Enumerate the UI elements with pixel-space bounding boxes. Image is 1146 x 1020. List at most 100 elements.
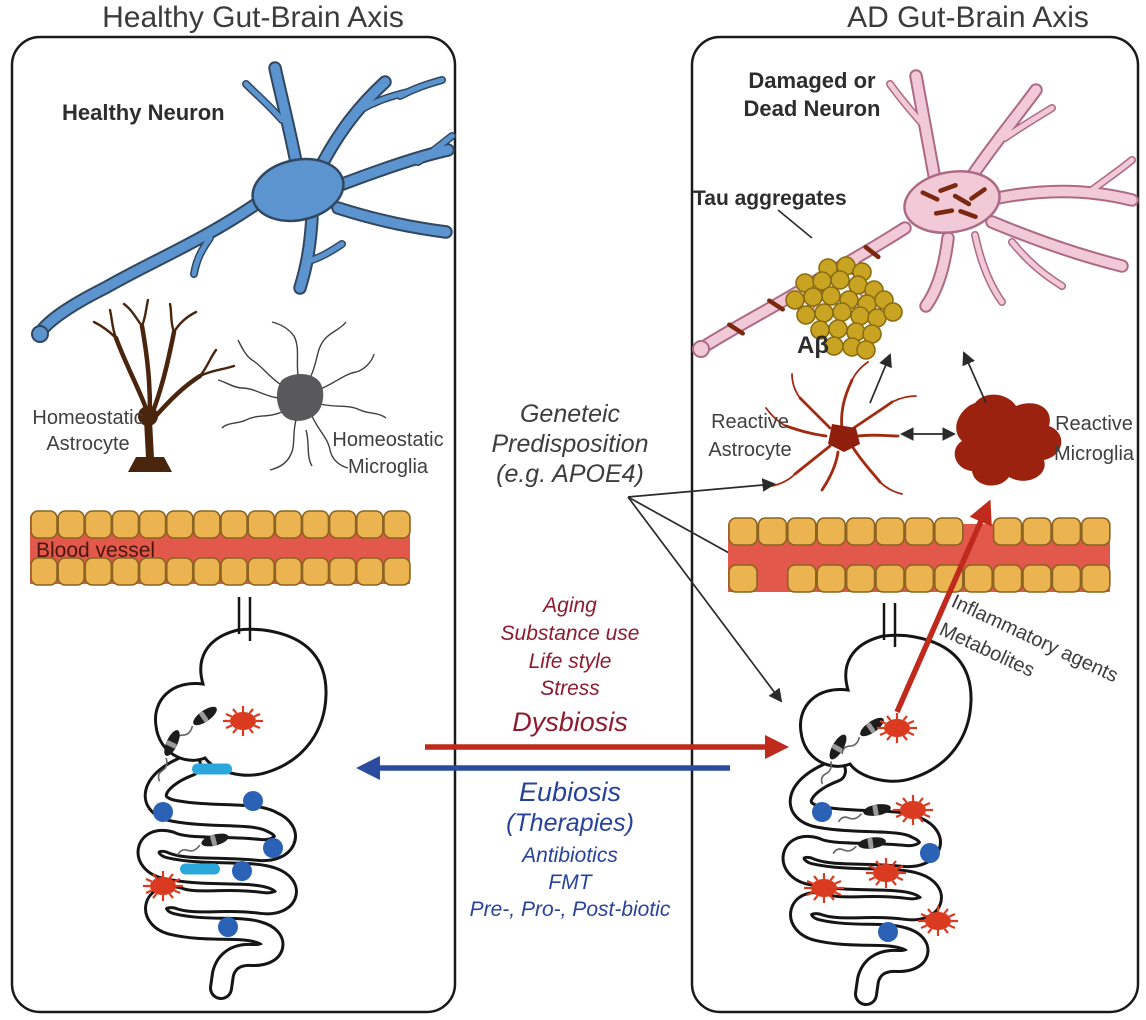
abeta-globule xyxy=(832,302,852,322)
endothelial-cell xyxy=(193,510,221,539)
endothelial-cell xyxy=(274,510,303,539)
risk-factor-substance-use: Substance use xyxy=(501,622,640,645)
abeta-globule xyxy=(821,286,841,306)
reactive-astrocyte-illustration xyxy=(765,361,917,495)
commensal-microbe-icon xyxy=(243,791,263,811)
endothelial-cell xyxy=(816,517,847,546)
abeta-globule xyxy=(828,319,848,339)
tau-pointer-line xyxy=(777,209,813,239)
homeostatic-microglia-illustration xyxy=(217,321,387,471)
glia-interaction-arrows xyxy=(869,351,987,441)
endothelial-cell xyxy=(301,557,330,586)
abeta-globule xyxy=(785,290,805,310)
dysbiosis-label: Dysbiosis xyxy=(512,707,628,737)
damaged-neuron-label-1: Damaged or xyxy=(748,68,876,93)
tau-aggregates-label: Tau aggregates xyxy=(693,187,847,210)
homeostatic-microglia-label-2: Microglia xyxy=(348,456,429,478)
endothelial-cell xyxy=(30,510,58,539)
abeta-globule xyxy=(796,305,816,325)
endothelial-cell xyxy=(328,510,357,539)
risk-factor-life-style: Life style xyxy=(529,650,612,673)
commensal-microbe-icon xyxy=(232,861,252,881)
endothelial-cell xyxy=(904,564,935,593)
endothelial-cell xyxy=(786,517,817,546)
homeostatic-microglia-label-1: Homeostatic xyxy=(332,429,443,451)
endothelial-cell xyxy=(1081,517,1111,546)
endothelial-cell xyxy=(84,510,113,539)
commensal-rod-microbe-icon xyxy=(192,763,232,775)
endothelial-cell xyxy=(355,510,384,539)
abeta-globule xyxy=(856,340,876,360)
endothelial-cell xyxy=(992,517,1023,546)
reactive-microglia-label-1: Reactive xyxy=(1055,413,1133,435)
commensal-microbe-icon xyxy=(153,802,173,822)
therapy-fmt: FMT xyxy=(548,871,593,894)
endothelial-cell xyxy=(274,557,303,586)
endothelial-cell xyxy=(1022,564,1052,593)
endothelial-cell xyxy=(355,557,384,586)
endothelial-cell xyxy=(84,557,113,586)
endothelial-cell xyxy=(845,564,876,593)
healthy-panel-title: Healthy Gut-Brain Axis xyxy=(102,1,404,34)
abeta-plaque-illustration xyxy=(785,256,903,360)
endothelial-cell xyxy=(193,557,221,586)
homeostatic-astrocyte-label-1: Homeostatic xyxy=(32,407,143,429)
endothelial-cell xyxy=(845,517,876,546)
tau-aggregate-dash xyxy=(958,209,978,219)
damaged-neuron-illustration xyxy=(692,69,1139,358)
endothelial-cell xyxy=(165,510,194,539)
therapies-label: (Therapies) xyxy=(506,809,634,837)
endothelial-cell xyxy=(786,564,817,593)
abeta-globule xyxy=(803,287,823,307)
endothelial-cell xyxy=(138,557,167,586)
endothelial-cell xyxy=(757,517,788,546)
tau-aggregate-dash xyxy=(952,193,972,207)
endothelial-cell xyxy=(247,510,275,539)
endothelial-cell xyxy=(57,557,85,586)
reactive-astrocyte-label-1: Reactive xyxy=(711,411,789,433)
tau-aggregate-dash xyxy=(767,298,785,312)
endothelial-cell xyxy=(138,510,167,539)
endothelial-cell xyxy=(875,564,905,593)
endothelial-cell xyxy=(728,564,758,593)
endothelial-cell xyxy=(875,517,905,546)
commensal-microbe-icon xyxy=(920,843,940,863)
abeta-label: Aβ xyxy=(797,332,829,359)
commensal-microbe-icon xyxy=(812,802,832,822)
endothelial-cell xyxy=(728,517,758,546)
tau-aggregate-dash xyxy=(863,244,881,260)
healthy-neuron-label: Healthy Neuron xyxy=(62,100,225,125)
homeostatic-astrocyte-label-2: Astrocyte xyxy=(46,433,129,455)
abeta-globule xyxy=(850,306,870,326)
endothelial-cell xyxy=(328,557,357,586)
genetic-predisposition-line1: Geneteic xyxy=(520,400,621,428)
therapy-antibiotics: Antibiotics xyxy=(520,844,618,867)
endothelial-cell xyxy=(816,564,847,593)
homeostatic-astrocyte-illustration xyxy=(92,298,236,472)
tau-aggregate-dash xyxy=(920,190,940,202)
tau-aggregate-dash xyxy=(727,322,745,336)
risk-factor-aging: Aging xyxy=(541,594,597,617)
abeta-globule xyxy=(830,270,850,290)
healthy-neuron-illustration xyxy=(31,61,456,343)
endothelial-cell xyxy=(30,557,58,586)
reactive-microglia-label-2: Microglia xyxy=(1054,443,1135,465)
endothelial-cell xyxy=(111,557,140,586)
commensal-microbe-icon xyxy=(878,922,898,942)
blood-vessel-label: Blood vessel xyxy=(36,539,155,562)
endothelial-cell xyxy=(992,564,1023,593)
endothelial-cell xyxy=(301,510,330,539)
tau-aggregate-dash xyxy=(938,183,958,193)
abeta-globule xyxy=(814,303,834,323)
endothelial-cell xyxy=(1051,564,1082,593)
endothelial-cell xyxy=(247,557,275,586)
commensal-rod-microbe-icon xyxy=(180,863,220,875)
endothelial-cell xyxy=(1051,517,1082,546)
endothelial-cell xyxy=(111,510,140,539)
damaged-neuron-label-2: Dead Neuron xyxy=(744,96,881,121)
endothelial-cell xyxy=(904,517,935,546)
tau-aggregate-dash xyxy=(969,187,987,201)
reactive-microglia-illustration xyxy=(954,394,1062,486)
endothelial-cell xyxy=(220,510,248,539)
